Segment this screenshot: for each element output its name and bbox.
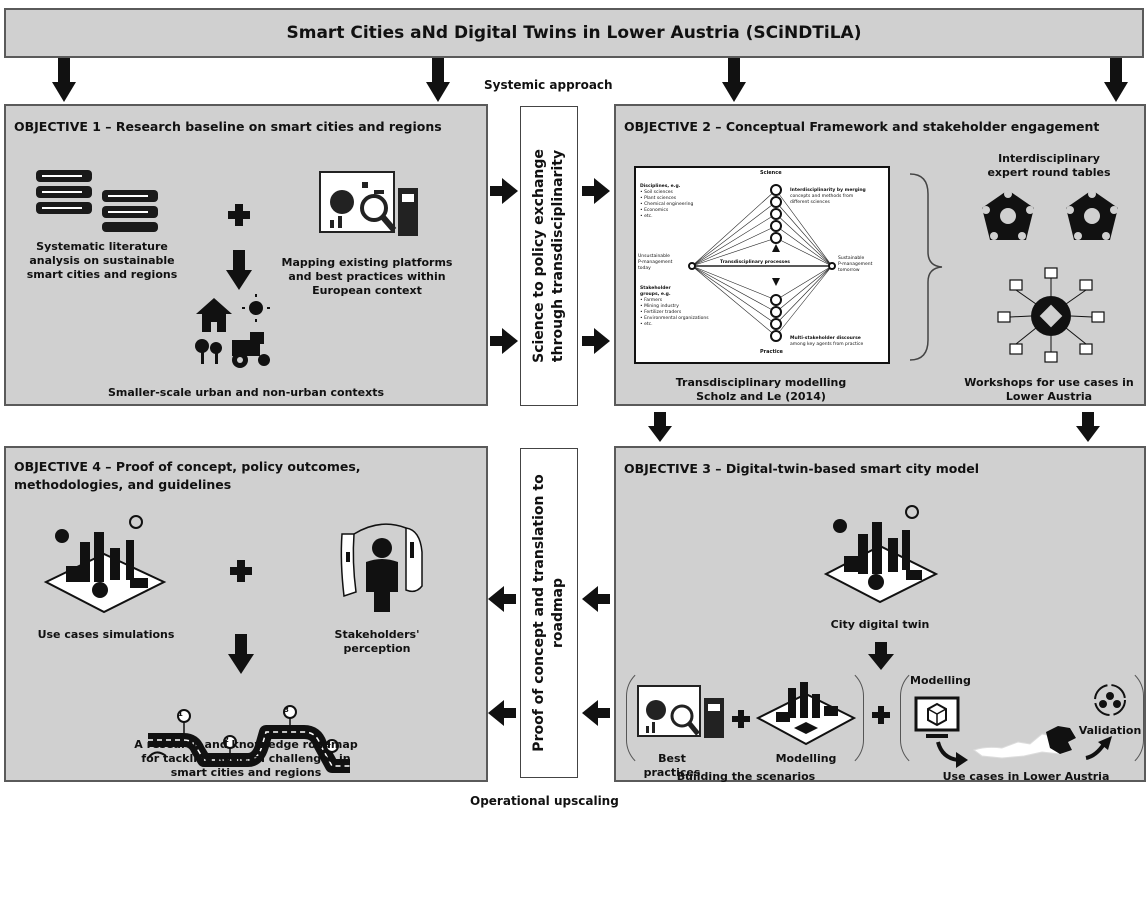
best-practices-caption: Best practices bbox=[643, 752, 701, 779]
use-cases-bracket bbox=[900, 666, 1144, 770]
left-arrow-icon bbox=[488, 586, 516, 612]
road-marker-1: 1 bbox=[178, 710, 183, 718]
systemic-approach-label: Systemic approach bbox=[484, 78, 613, 92]
right-arrow-icon bbox=[490, 328, 518, 354]
objective-3-panel: OBJECTIVE 3 – Digital-twin-based smart c… bbox=[614, 446, 1146, 783]
scenarios-bracket bbox=[626, 666, 864, 770]
left-arrow-icon bbox=[582, 586, 610, 612]
down-arrow-icon bbox=[228, 634, 254, 674]
curved-arrow-icon bbox=[936, 741, 968, 768]
simulations-caption: Use cases simulations bbox=[37, 628, 175, 641]
dashboard-magnifier-icon bbox=[319, 171, 418, 236]
top-arrows bbox=[52, 58, 1128, 102]
road-marker-3: 3 bbox=[284, 706, 289, 714]
books-icon bbox=[36, 170, 158, 232]
right-arrow-icon bbox=[582, 178, 610, 204]
roadmap-road-icon bbox=[147, 705, 350, 773]
transdisciplinary-figure: Science Practice Disciplines, e.g.• Soil… bbox=[634, 166, 890, 364]
modelling-caption-a: Modelling bbox=[775, 752, 837, 765]
down-arrow-icon bbox=[426, 58, 450, 102]
road-marker-4: 4 bbox=[326, 740, 331, 748]
left-arrows-right bbox=[582, 586, 610, 726]
down-arrow-icon bbox=[52, 58, 76, 102]
down-arrow-icon bbox=[648, 412, 672, 442]
right-arrows-left bbox=[490, 178, 518, 354]
plus-icon bbox=[872, 706, 890, 724]
left-arrows-left bbox=[488, 586, 516, 726]
best-practices-icon bbox=[637, 685, 724, 738]
modelling-caption-b: Modelling bbox=[910, 674, 971, 687]
right-arrow-icon bbox=[582, 328, 610, 354]
rural-urban-icon bbox=[195, 294, 270, 368]
right-arrow-icon bbox=[490, 178, 518, 204]
twin-caption: City digital twin bbox=[830, 618, 930, 631]
objective-1-title: OBJECTIVE 1 – Research baseline on smart… bbox=[14, 119, 442, 134]
operational-upscaling-label: Operational upscaling bbox=[470, 794, 619, 808]
curly-brace-icon bbox=[909, 173, 943, 361]
workshop-icon bbox=[997, 267, 1105, 363]
validation-caption: Validation bbox=[1078, 724, 1142, 737]
plus-icon bbox=[230, 560, 252, 582]
down-arrow-icon bbox=[722, 58, 746, 102]
left-arrow-icon bbox=[582, 700, 610, 726]
down-arrow-icon bbox=[226, 250, 252, 290]
objective-1-panel: OBJECTIVE 1 – Research baseline on smart… bbox=[4, 104, 488, 406]
road-marker-2: 2 bbox=[224, 736, 229, 744]
plus-icon bbox=[228, 204, 250, 226]
down-arrow-icon bbox=[1104, 58, 1128, 102]
left-arrow-icon bbox=[488, 700, 516, 726]
objective-4-title: OBJECTIVE 4 – Proof of concept, policy o… bbox=[14, 459, 361, 492]
objective-2-panel: OBJECTIVE 2 – Conceptual Framework and s… bbox=[614, 104, 1146, 406]
perception-caption: Stakeholders'perception bbox=[334, 628, 420, 655]
diagram-title: Smart Cities aNd Digital Twins in Lower … bbox=[286, 23, 862, 43]
down-arrow-icon bbox=[1076, 412, 1100, 442]
contexts-caption: Smaller-scale urban and non-urban contex… bbox=[107, 386, 385, 399]
lower-austria-map-icon bbox=[972, 725, 1077, 759]
monitor-cube-icon bbox=[914, 696, 960, 738]
down-arrow-icon bbox=[868, 642, 894, 670]
validation-cycle-icon bbox=[1094, 684, 1126, 716]
stakeholder-perception-icon bbox=[340, 523, 423, 612]
objective-3-title: OBJECTIVE 3 – Digital-twin-based smart c… bbox=[624, 461, 980, 476]
obj2-obj3-arrows bbox=[648, 412, 1100, 442]
use-cases-caption: Use cases in Lower Austria bbox=[942, 770, 1110, 783]
objective-2-title: OBJECTIVE 2 – Conceptual Framework and s… bbox=[624, 119, 1100, 134]
plus-icon bbox=[732, 710, 750, 728]
disciplines-list: Disciplines, e.g.• Soil sciences• Plant … bbox=[640, 184, 694, 219]
network-diagram bbox=[688, 184, 836, 342]
modelling-city-icon bbox=[755, 682, 857, 746]
title-bar: Smart Cities aNd Digital Twins in Lower … bbox=[4, 8, 1144, 58]
curved-arrow-up-icon bbox=[1085, 736, 1112, 760]
right-arrows-right bbox=[582, 178, 610, 354]
round-table-icon bbox=[982, 190, 1118, 240]
city-simulation-icon bbox=[43, 515, 167, 614]
city-digital-twin-icon bbox=[823, 505, 939, 604]
building-caption: Building the scenarios bbox=[676, 770, 816, 783]
objective-4-panel: OBJECTIVE 4 – Proof of concept, policy o… bbox=[4, 446, 488, 782]
